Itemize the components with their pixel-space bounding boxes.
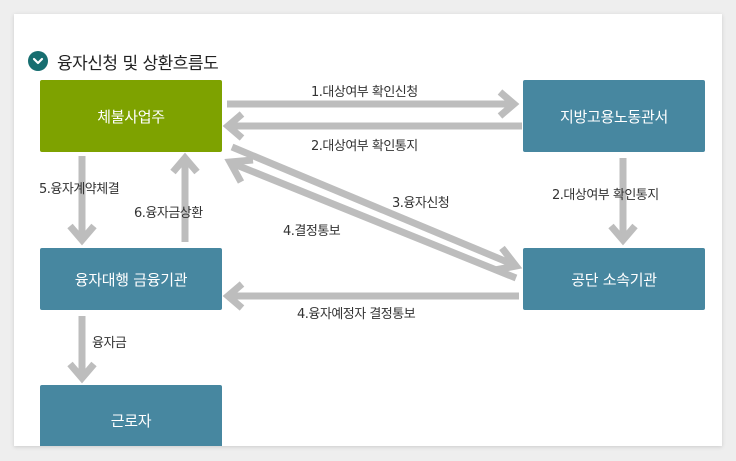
node-employer: 체불사업주 (40, 80, 222, 152)
arrow-e2-agency (608, 158, 638, 246)
node-labor-office: 지방고용노동관서 (523, 80, 705, 152)
flow-card: 융자신청 및 상환흐름도 (14, 14, 722, 446)
section-header: 융자신청 및 상환흐름도 (28, 50, 219, 74)
arrow-e5 (67, 156, 97, 246)
label-e1: 1.대상여부 확인신청 (311, 85, 418, 100)
arrow-e4-bank (222, 281, 519, 311)
page-title: 융자신청 및 상환흐름도 (57, 53, 219, 74)
node-agency: 공단 소속기관 (523, 248, 705, 310)
arrow-e6 (170, 152, 200, 242)
label-e3: 3.융자신청 (392, 196, 450, 211)
arrow-e3 (230, 143, 523, 274)
label-e5: 5.융자계약체결 (39, 182, 120, 197)
arrow-e7 (67, 316, 97, 384)
label-e4-bank: 4.융자예정자 결정통보 (297, 307, 416, 322)
label-e6: 6.융자금상환 (134, 206, 203, 221)
label-e2-agency: 2.대상여부 확인통지 (552, 188, 659, 203)
node-bank: 융자대행 금융기관 (40, 248, 222, 310)
flow-arrows (67, 89, 638, 384)
chevron-down-icon[interactable] (28, 51, 48, 71)
arrow-e1 (227, 89, 520, 119)
arrow-e4-employer (224, 156, 518, 282)
label-e4-employer: 4.결정통보 (283, 224, 341, 239)
node-worker: 근로자 (40, 385, 222, 446)
label-e7: 융자금 (92, 336, 127, 351)
label-e2-employer: 2.대상여부 확인통지 (311, 139, 418, 154)
arrow-e2-employer (222, 111, 522, 141)
